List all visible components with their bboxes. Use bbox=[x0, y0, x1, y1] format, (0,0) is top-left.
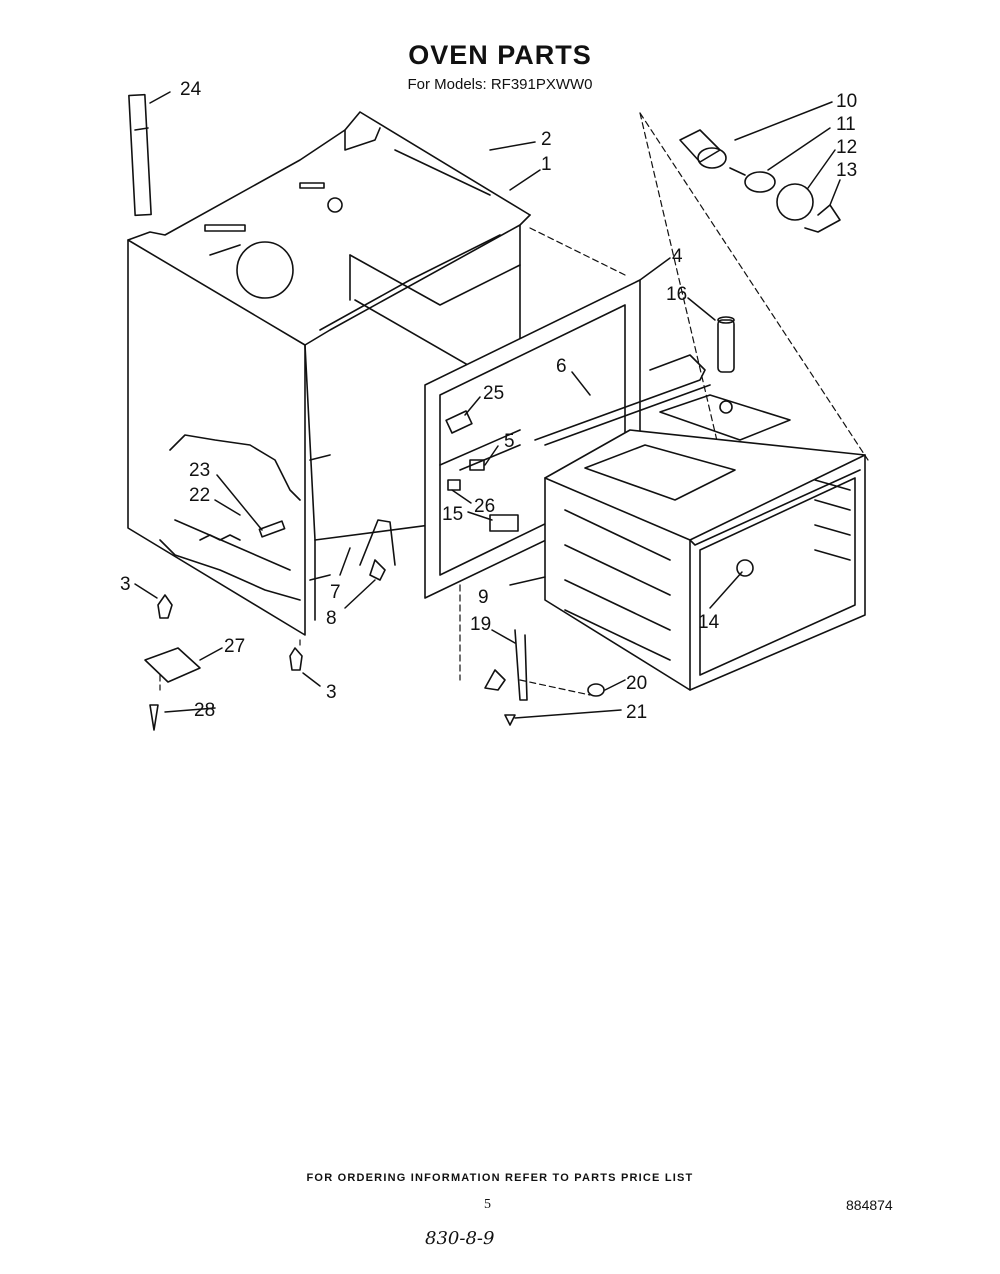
callout-3a: 3 bbox=[120, 574, 131, 595]
model-subtitle: For Models: RF391PXWW0 bbox=[407, 76, 593, 93]
callout-14: 14 bbox=[698, 612, 720, 633]
callout-2: 2 bbox=[541, 129, 552, 150]
callout-20: 20 bbox=[626, 673, 647, 694]
callout-11: 11 bbox=[836, 114, 856, 135]
page-number: 5 bbox=[484, 1197, 491, 1212]
handwritten-note: 830-8-9 bbox=[425, 1228, 495, 1249]
callout-25: 25 bbox=[483, 383, 504, 404]
callout-labels: 1 2 3 3 4 5 6 7 8 9 10 11 12 13 14 15 16… bbox=[120, 79, 857, 723]
callout-arrows bbox=[134, 91, 841, 719]
document-number: 884874 bbox=[846, 1197, 893, 1213]
callout-15: 15 bbox=[442, 504, 463, 525]
callout-24: 24 bbox=[180, 79, 202, 100]
callout-6: 6 bbox=[556, 356, 567, 377]
ordering-note: FOR ORDERING INFORMATION REFER TO PARTS … bbox=[306, 1172, 694, 1184]
callout-1: 1 bbox=[541, 154, 552, 175]
callout-22: 22 bbox=[189, 485, 210, 506]
oven-liner bbox=[544, 394, 866, 691]
sensor-tube bbox=[717, 316, 735, 373]
callout-10: 10 bbox=[836, 91, 857, 112]
callout-16: 16 bbox=[666, 284, 687, 305]
callout-23: 23 bbox=[189, 460, 210, 481]
bake-element bbox=[534, 354, 711, 446]
callout-19: 19 bbox=[470, 614, 491, 635]
callout-12: 12 bbox=[836, 137, 857, 158]
callout-26: 26 bbox=[474, 496, 495, 517]
callout-5: 5 bbox=[504, 431, 515, 452]
callout-8: 8 bbox=[326, 608, 337, 629]
callout-3b: 3 bbox=[326, 682, 337, 703]
page-title: OVEN PARTS bbox=[408, 40, 592, 70]
callout-7: 7 bbox=[330, 582, 341, 603]
callout-9: 9 bbox=[478, 587, 489, 608]
callout-4: 4 bbox=[672, 246, 683, 267]
oven-light-assembly bbox=[679, 129, 841, 233]
callout-28: 28 bbox=[194, 700, 215, 721]
callout-21: 21 bbox=[626, 702, 647, 723]
callout-27: 27 bbox=[224, 636, 245, 657]
small-hardware bbox=[128, 93, 605, 731]
callout-13: 13 bbox=[836, 160, 857, 181]
